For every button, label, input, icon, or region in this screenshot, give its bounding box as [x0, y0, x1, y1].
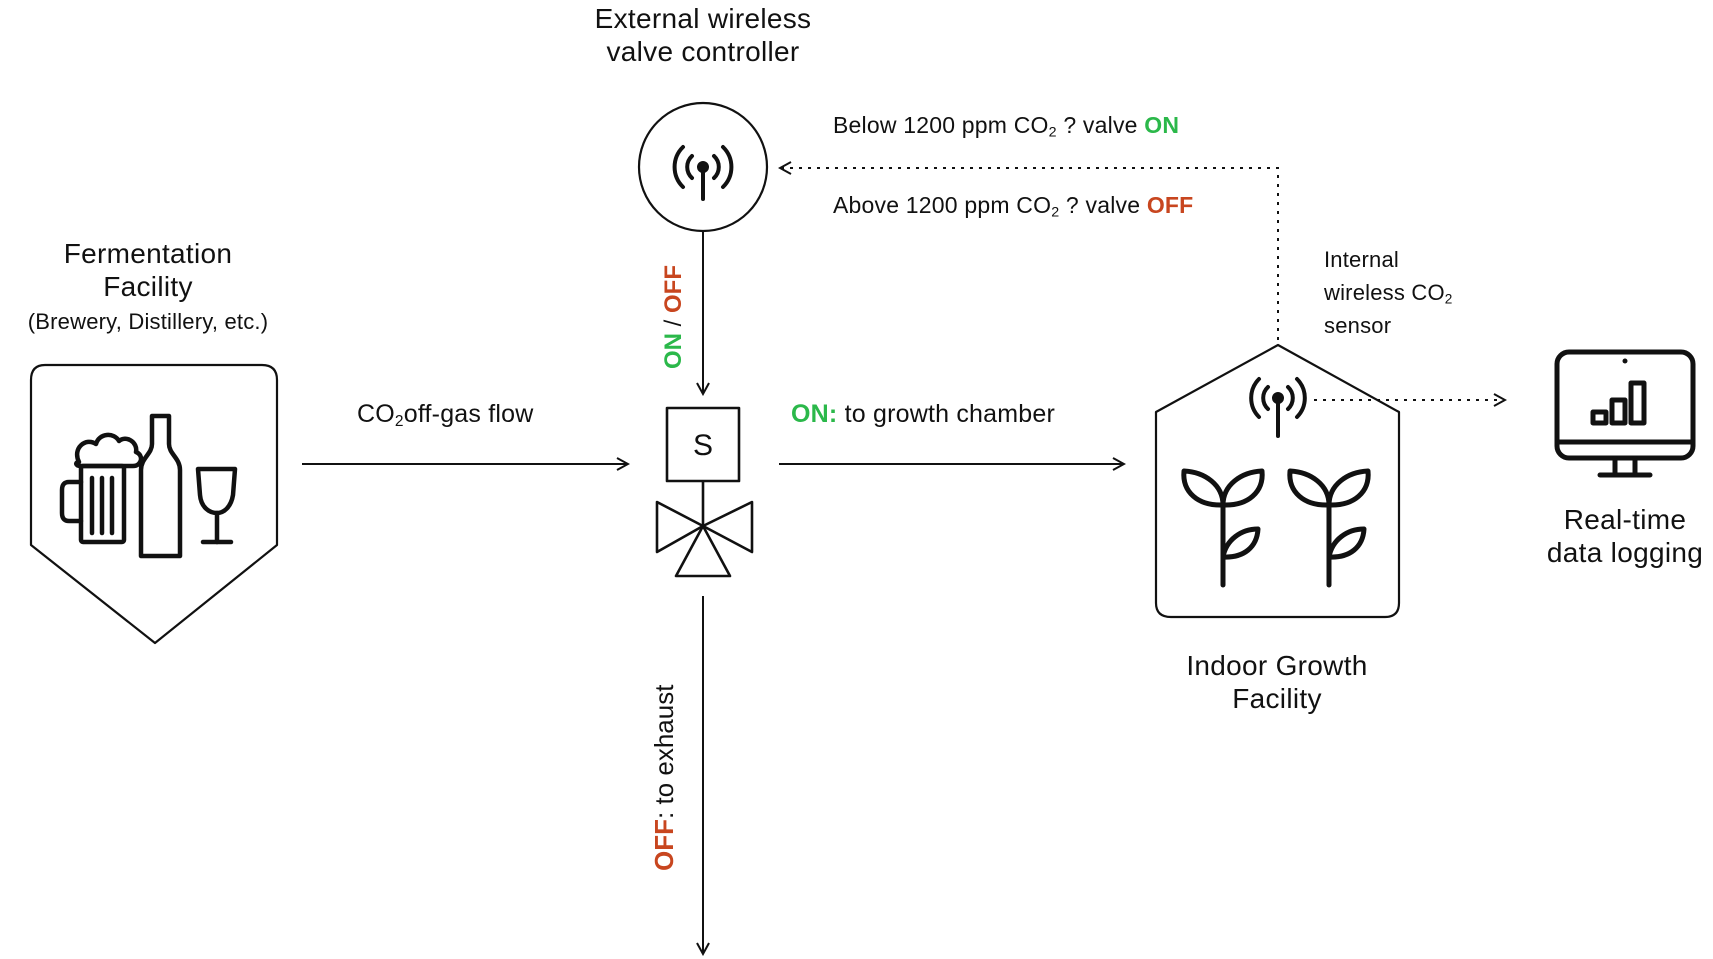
- monitor-camera-icon: [1622, 358, 1628, 364]
- feedback-above-sub: 2: [1051, 204, 1060, 221]
- valve-link-sep: /: [660, 312, 687, 333]
- valve-link-on: ON: [660, 333, 687, 369]
- offgas-flow-text: off-gas flow: [403, 400, 534, 428]
- feedback-below-sub: 2: [1048, 124, 1057, 141]
- growth-facility-title: Indoor Growth Facility: [1186, 649, 1367, 715]
- greenhouse-icon: [1154, 343, 1401, 619]
- feedback-below-state: ON: [1144, 112, 1180, 138]
- fermentation-title-line1: Fermentation: [63, 238, 233, 269]
- growth-path-text: to growth chamber: [837, 400, 1056, 428]
- sensor-line3: sensor: [1324, 313, 1392, 338]
- beer-mug-icon: [59, 432, 144, 545]
- growth-path-on: ON:: [791, 400, 838, 428]
- feedback-above-mid: ? valve: [1059, 192, 1147, 218]
- sensor-line1: Internal: [1324, 247, 1399, 272]
- growth-facility-line1: Indoor Growth: [1186, 650, 1368, 681]
- sensor-line2-sub: 2: [1444, 291, 1453, 307]
- exhaust-path-off: OFF: [649, 819, 679, 871]
- sensor-line2: wireless CO2: [1324, 276, 1453, 309]
- sensor-label: Internal wireless CO2 sensor: [1324, 243, 1453, 342]
- feedback-above-label: Above 1200 ppm CO2 ? valve OFF: [833, 191, 1194, 221]
- exhaust-path-text: : to exhaust: [649, 684, 679, 819]
- growth-path-label: ON: to growth chamber: [791, 399, 1055, 430]
- feedback-below-mid: ? valve: [1056, 112, 1145, 138]
- feedback-below-prefix: Below 1200 ppm CO: [833, 112, 1049, 138]
- controller-title-line1: External wireless: [594, 3, 812, 34]
- wine-glass-icon: [195, 466, 238, 545]
- sensor-antenna-icon: [1249, 377, 1307, 438]
- valve-link-label: ON / OFF: [660, 264, 687, 369]
- logging-line2: data logging: [1546, 537, 1704, 568]
- valve-symbol: S: [693, 429, 713, 462]
- sensor-line2-prefix: wireless CO: [1324, 280, 1445, 305]
- wireless-antenna-icon: [672, 145, 734, 201]
- offgas-flow-label: CO2off-gas flow: [357, 399, 534, 430]
- logging-line1: Real-time: [1563, 504, 1687, 535]
- controller-title: External wireless valve controller: [595, 2, 812, 68]
- feedback-below-label: Below 1200 ppm CO2 ? valve ON: [833, 111, 1180, 141]
- plant-right-icon: [1287, 468, 1371, 588]
- controller-title-line2: valve controller: [606, 36, 800, 67]
- feedback-above-prefix: Above 1200 ppm CO: [833, 192, 1052, 218]
- fermentation-shield-icon: [29, 363, 279, 645]
- valve-link-off: OFF: [660, 264, 687, 313]
- feedback-dotted-arrow: [780, 168, 1279, 340]
- exhaust-path-label: OFF: to exhaust: [649, 684, 679, 871]
- wine-bottle-icon: [138, 413, 183, 559]
- feedback-above-state: OFF: [1146, 192, 1194, 218]
- offgas-co2-sub: 2: [394, 412, 404, 430]
- growth-facility-line2: Facility: [1232, 683, 1322, 714]
- fermentation-subtitle: (Brewery, Distillery, etc.): [27, 309, 269, 334]
- fermentation-title-line2: Facility: [103, 271, 193, 302]
- offgas-co2-text: CO: [357, 400, 395, 428]
- plant-left-icon: [1181, 468, 1265, 588]
- monitor-chart-icon: [1554, 349, 1696, 478]
- logging-title: Real-time data logging: [1547, 503, 1703, 569]
- fermentation-title: Fermentation Facility: [64, 237, 233, 303]
- three-way-valve-icon: [655, 406, 754, 578]
